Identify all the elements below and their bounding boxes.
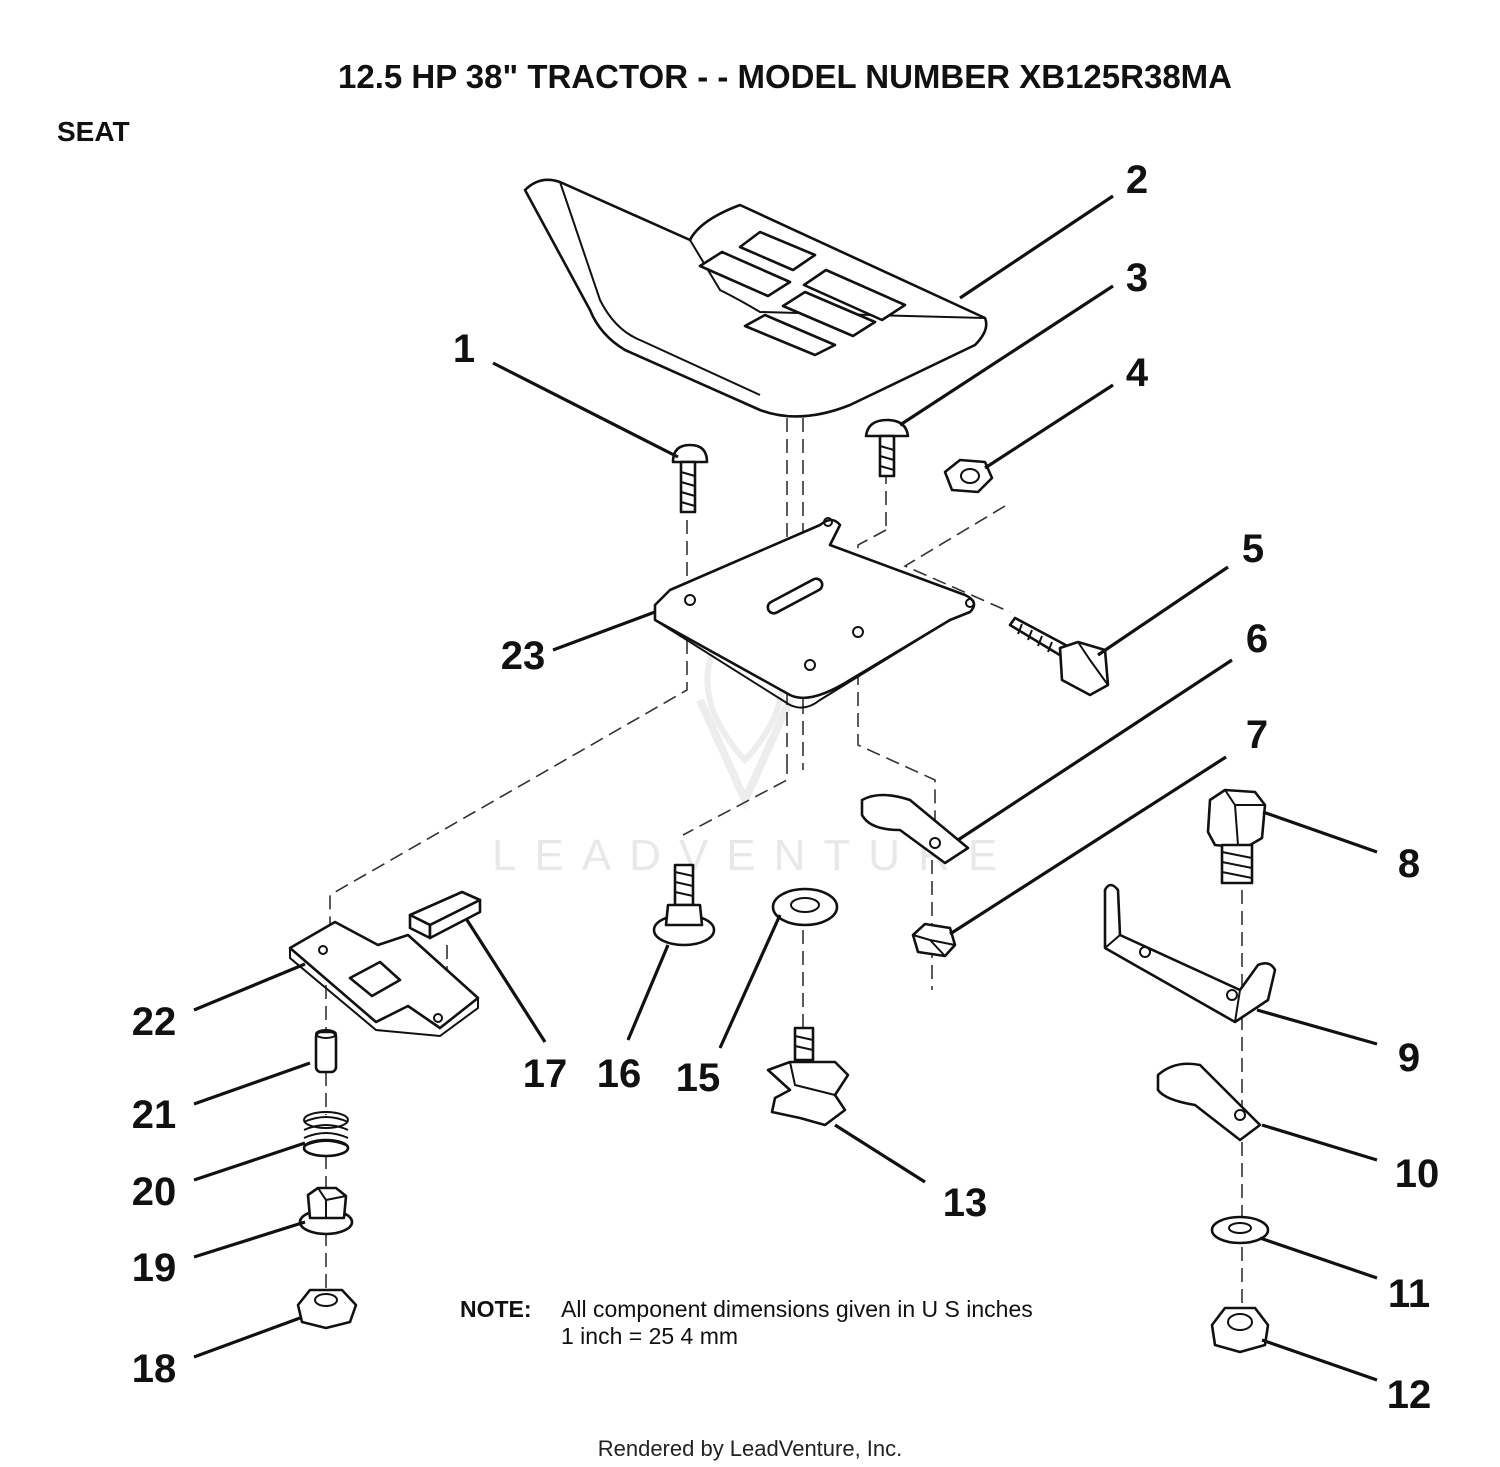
part-seat (523, 178, 988, 418)
section-label: SEAT (57, 116, 130, 147)
part-seat-plate (653, 517, 976, 709)
part-key (408, 890, 482, 940)
callout-18: 18 (132, 1347, 177, 1391)
callout-12: 12 (1387, 1373, 1432, 1417)
callout-6: 6 (1246, 617, 1268, 661)
callout-21: 21 (132, 1093, 177, 1137)
part-lock-nut (911, 922, 957, 958)
dimension-note: NOTE: All component dimensions given in … (460, 1296, 1033, 1349)
callout-15: 15 (676, 1056, 721, 1100)
part-clip-upper (860, 793, 970, 865)
callout-5: 5 (1242, 527, 1264, 571)
callout-13: 13 (943, 1181, 988, 1225)
callout-16: 16 (597, 1052, 642, 1096)
note-line-1: All component dimensions given in U S in… (561, 1296, 1033, 1322)
part-adjustment-knob (766, 1026, 850, 1127)
callout-23: 23 (501, 634, 546, 678)
part-flat-washer (771, 887, 839, 927)
note-line-2: 1 inch = 25 4 mm (561, 1323, 738, 1349)
callout-2: 2 (1126, 158, 1148, 202)
part-flange-bushing (298, 1186, 354, 1236)
part-spring (302, 1111, 350, 1158)
callout-1: 1 (453, 327, 475, 371)
callout-11: 11 (1388, 1272, 1430, 1316)
part-latch-plate (288, 920, 480, 1038)
leader-lines (193, 194, 1378, 1382)
callout-4: 4 (1126, 351, 1149, 395)
callout-19: 19 (132, 1246, 177, 1290)
callouts: 1 2 3 4 5 6 7 8 9 10 11 12 13 15 16 17 1… (132, 158, 1440, 1417)
callout-17: 17 (523, 1052, 568, 1096)
part-hex-bolt (1008, 616, 1110, 697)
part-shoulder-bolt (652, 863, 716, 947)
part-round-head-bolt (864, 418, 910, 478)
part-nut (943, 458, 994, 494)
callout-10: 10 (1395, 1152, 1440, 1196)
callout-22: 22 (132, 1000, 177, 1044)
part-cap-screw (1206, 788, 1267, 885)
part-pin (314, 1029, 338, 1074)
part-washer-small (1210, 1215, 1270, 1245)
callout-20: 20 (132, 1170, 177, 1214)
note-label: NOTE: (460, 1296, 532, 1322)
callout-3: 3 (1126, 256, 1148, 300)
callout-7: 7 (1246, 713, 1268, 757)
part-carriage-bolt (671, 443, 709, 514)
part-bracket (1103, 883, 1277, 1024)
page-title: 12.5 HP 38" TRACTOR - - MODEL NUMBER XB1… (338, 58, 1232, 95)
part-hex-nut (1210, 1306, 1270, 1354)
footer-credit: Rendered by LeadVenture, Inc. (598, 1436, 903, 1461)
part-clip-lower (1156, 1062, 1262, 1142)
callout-8: 8 (1398, 842, 1420, 886)
callout-9: 9 (1398, 1036, 1420, 1080)
part-flange-nut (296, 1288, 358, 1330)
